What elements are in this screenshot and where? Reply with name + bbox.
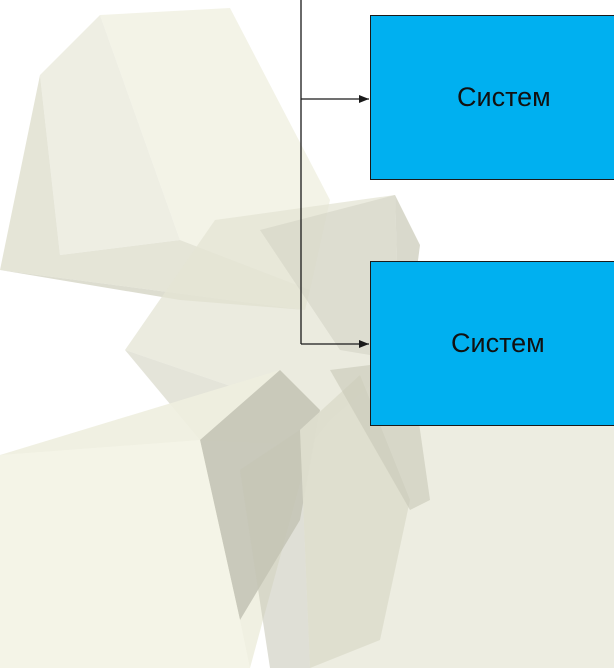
cube-face [0, 440, 250, 668]
cube-face [240, 430, 310, 668]
diagram-box-1-label: Систем [457, 82, 551, 112]
cube-face [40, 15, 180, 255]
cube-face [260, 195, 400, 360]
diagram-box-1: Систем [370, 15, 614, 180]
diagram-box-2-label: Систем [451, 328, 545, 358]
diagram-box-2: Систем [370, 261, 614, 426]
